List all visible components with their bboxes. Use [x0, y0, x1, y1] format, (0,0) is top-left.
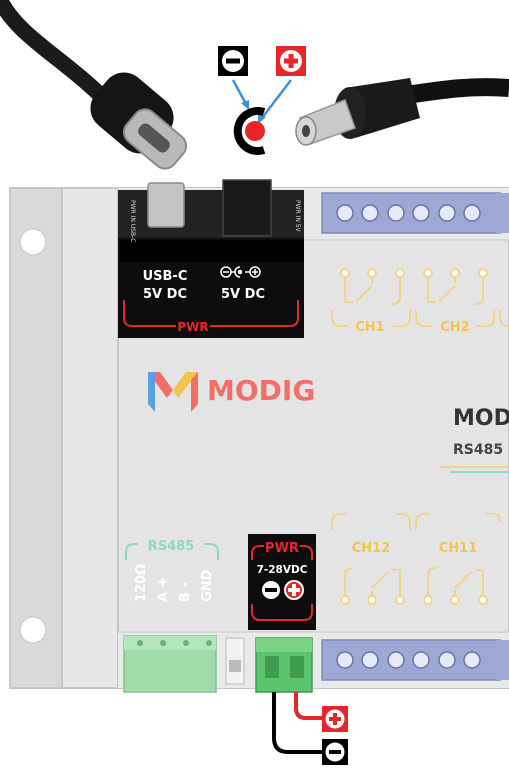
relay-contact-icon — [423, 268, 488, 305]
pcb-text-left: PWR IN USB-C — [129, 200, 136, 242]
channel-label-bottom-1: CH12 — [352, 541, 391, 556]
center-positive-barrel-icon — [233, 107, 266, 155]
pwr-bracket-label: PWR — [177, 320, 208, 334]
modig-m-logo-icon — [148, 372, 198, 412]
dc-voltage-label: 5V DC — [221, 287, 265, 302]
relay-contact-icon — [340, 268, 405, 305]
minus-circle-icon — [262, 581, 280, 599]
channel-label-top-2: CH2 — [440, 320, 469, 335]
barrel-polarity-icon — [220, 266, 261, 278]
usb-voltage-label: 5V DC — [143, 287, 187, 302]
relay-group-top — [331, 268, 509, 327]
pwr-input-voltage: 7-28VDC — [257, 564, 308, 576]
pwr-input-bracket-label: PWR — [265, 541, 299, 556]
dc-jack-port — [222, 179, 272, 237]
power-input-panel: PWR IN USB-C PWR IN 5V USB-C 5V DC 5V DC… — [118, 179, 304, 338]
rs485-green-terminal — [123, 635, 217, 693]
minus-square-icon — [322, 739, 348, 765]
pcb-text-right: PWR IN 5V — [294, 200, 301, 233]
rs485-section: RS485 120Ω A + B - GND — [123, 539, 245, 693]
plus-circle-icon — [284, 580, 304, 600]
rs485-pin-b: B - — [178, 582, 193, 602]
channel-label-top-1: CH1 — [355, 320, 384, 335]
rs485-pin-gnd: GND — [200, 569, 215, 602]
relay-contact-icon — [340, 567, 405, 605]
usb-c-label: USB-C — [143, 269, 188, 284]
relay-contact-icon — [423, 567, 488, 605]
channel-label-bottom-2: CH11 — [439, 541, 478, 556]
bottom-terminal-block — [321, 639, 509, 681]
top-terminal-block — [321, 192, 509, 234]
usb-c-port — [147, 182, 185, 228]
polarity-arrows — [231, 79, 292, 124]
relay-group-bottom — [331, 513, 501, 605]
model-subtitle: RS485 — [453, 442, 503, 458]
model-title: MOD — [453, 406, 509, 431]
logo-text: MODIG — [207, 374, 315, 407]
rs485-pin-a: A + — [156, 577, 171, 602]
dc-barrel-plug — [295, 78, 509, 146]
plus-square-icon — [322, 706, 348, 732]
usb-c-cable — [0, 0, 188, 170]
power-wires — [272, 692, 322, 754]
pwr-input-section: PWR 7-28VDC — [248, 534, 316, 693]
plus-square-icon — [276, 46, 306, 76]
rs485-pin-120: 120Ω — [134, 564, 149, 602]
pwr-green-terminal — [255, 637, 313, 693]
rs485-bracket-label: RS485 — [148, 539, 195, 554]
minus-square-icon — [218, 46, 248, 76]
